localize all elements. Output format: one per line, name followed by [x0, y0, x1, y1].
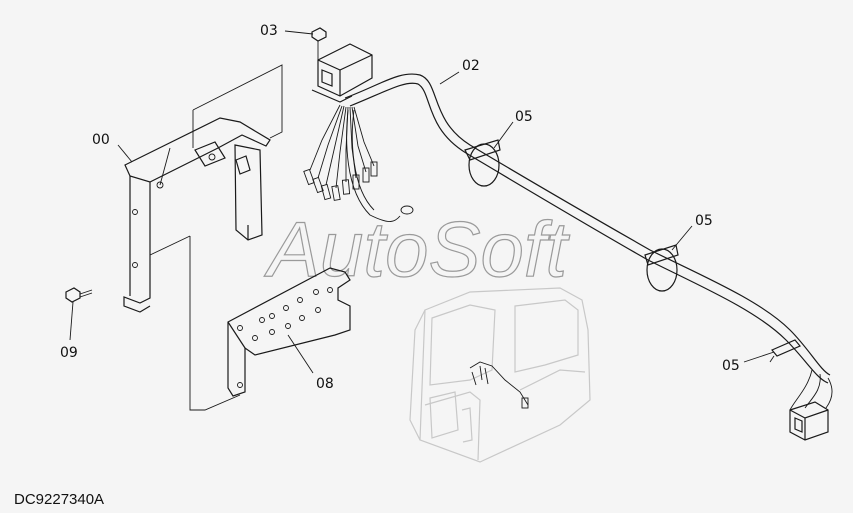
end-connector — [789, 369, 833, 441]
bolt-09 — [65, 287, 93, 341]
reference-number: DC9227340A — [14, 491, 104, 508]
watermark-text: AutoSoft — [264, 205, 571, 293]
clamp-05-c — [769, 339, 801, 363]
label-part-02: 02 — [462, 58, 480, 74]
cab-illustration — [409, 287, 591, 463]
label-part-05-c: 05 — [722, 358, 740, 374]
label-leaders — [117, 71, 775, 374]
leader-lines — [149, 64, 283, 411]
label-part-05-a: 05 — [515, 109, 533, 125]
terminal-fan — [303, 104, 378, 201]
connector-block — [311, 43, 373, 103]
label-part-08: 08 — [316, 376, 334, 392]
bolt-03 — [284, 27, 327, 62]
label-part-05-b: 05 — [695, 213, 713, 229]
label-part-09: 09 — [60, 345, 78, 361]
clamp-05-a — [464, 139, 501, 187]
label-part-00: 00 — [92, 132, 110, 148]
label-part-03: 03 — [260, 23, 278, 39]
bracket-00 — [123, 117, 271, 313]
clamp-05-b — [644, 244, 679, 292]
bracket-08 — [227, 267, 351, 397]
